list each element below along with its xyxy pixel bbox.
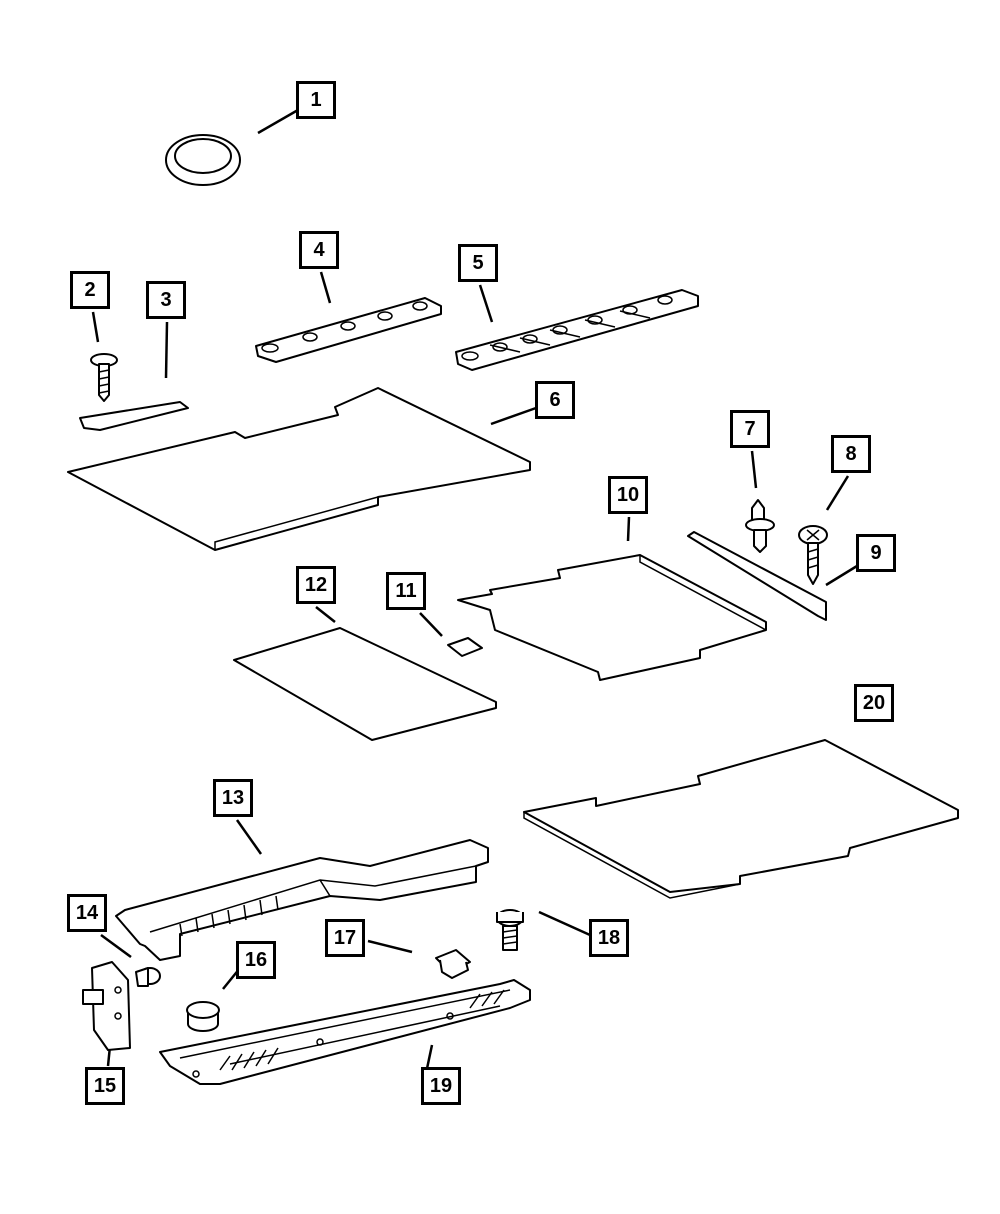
part-18-bolt: [496, 909, 524, 951]
part-16-plug: [186, 1001, 220, 1032]
callout-15: 15: [85, 1067, 125, 1105]
callout-7: 7: [730, 410, 770, 448]
part-13-rail: [115, 839, 489, 961]
callout-4: 4: [299, 231, 339, 269]
part-3-strip: [79, 401, 189, 431]
callout-5: 5: [458, 244, 498, 282]
callout-12: 12: [296, 566, 336, 604]
callout-18: 18: [589, 919, 629, 957]
part-12-mat: [233, 627, 497, 741]
leader-lines: [91, 108, 858, 1079]
callout-8: 8: [831, 435, 871, 473]
callout-20: 20: [854, 684, 894, 722]
part-19-rail: [159, 979, 531, 1085]
part-15-clip: [82, 961, 131, 1051]
callout-10: 10: [608, 476, 648, 514]
callout-11: 11: [386, 572, 426, 610]
part-7-push-pin: [745, 499, 775, 553]
part-5-bracket: [455, 289, 699, 371]
callout-17: 17: [325, 919, 365, 957]
part-20-floor-mat: [523, 739, 959, 899]
callout-3: 3: [146, 281, 186, 319]
part-11-pad: [447, 637, 483, 657]
part-4-bracket: [255, 297, 442, 363]
callout-13: 13: [213, 779, 253, 817]
callout-6: 6: [535, 381, 575, 419]
part-8-screw: [798, 525, 828, 585]
part-10-mat: [457, 554, 767, 681]
part-14-plug: [135, 967, 161, 987]
part-17-nut: [435, 949, 471, 979]
callout-14: 14: [67, 894, 107, 932]
part-9-strip: [687, 531, 827, 621]
part-1-grommet: [165, 134, 241, 186]
part-6-floor-mat: [67, 387, 531, 551]
callout-2: 2: [70, 271, 110, 309]
part-2-screw: [90, 353, 118, 402]
callout-19: 19: [421, 1067, 461, 1105]
callout-9: 9: [856, 534, 896, 572]
callout-1: 1: [296, 81, 336, 119]
callout-16: 16: [236, 941, 276, 979]
